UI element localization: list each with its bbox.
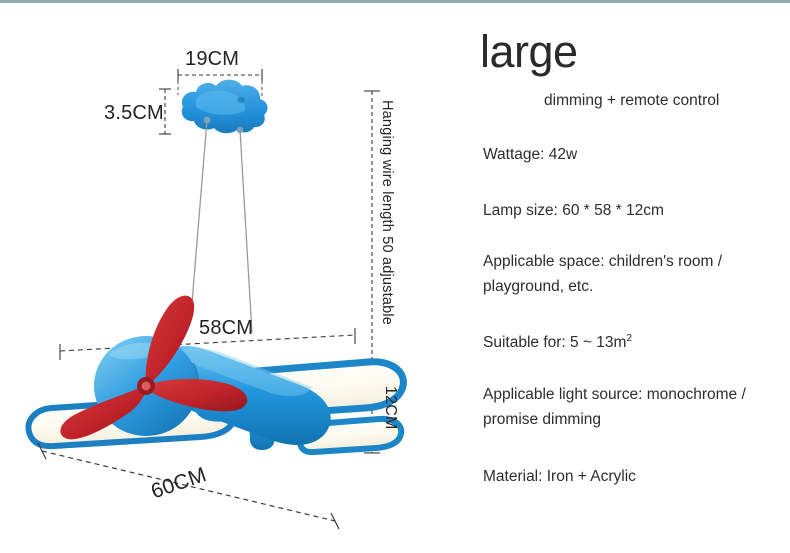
product-subtitle: dimming + remote control	[544, 92, 720, 109]
dimension-label-hanging-wire: Hanging wire length 50 adjustable	[379, 100, 395, 326]
dimension-label-wingspan: 58CM	[199, 317, 254, 339]
spec-suitable-area-text: Suitable for: 5 ~ 13m	[483, 334, 627, 351]
dimension-label-thickness: 12CM	[382, 386, 399, 430]
product-size-title: large	[480, 26, 578, 77]
hanging-wire-dimension-guide	[364, 90, 380, 372]
wire-anchor-right	[236, 126, 244, 134]
spec-light-source: Applicable light source: monochrome / pr…	[483, 386, 746, 429]
spec-suitable-area: Suitable for: 5 ~ 13m2	[483, 330, 783, 355]
product-diagram: 19CM 3.5CM 58CM 60CM Hanging wire length…	[0, 3, 460, 553]
spec-lamp-size: Lamp size: 60 * 58 * 12cm	[483, 202, 664, 219]
spec-material: Material: Iron + Acrylic	[483, 468, 636, 485]
specification-panel: large dimming + remote control Wattage: …	[480, 3, 790, 553]
wire-anchor-left	[203, 116, 211, 124]
square-meter-superscript: 2	[626, 332, 633, 344]
length-dimension-guide	[37, 442, 340, 530]
airplane-lamp	[25, 295, 407, 456]
propeller	[60, 295, 248, 440]
dimension-label-canopy-width: 19CM	[185, 48, 240, 70]
spec-applicable-space: Applicable space: children's room / play…	[483, 253, 723, 296]
spec-wattage: Wattage: 42w	[483, 146, 578, 163]
wing-dimension-guide	[59, 328, 356, 360]
airplane-lamp-illustration	[25, 69, 407, 530]
top-border-rule	[0, 0, 790, 3]
canopy-dimension-guides	[159, 69, 263, 135]
hanging-wires	[191, 119, 253, 334]
ceiling-canopy	[181, 79, 268, 134]
dimension-label-canopy-height: 3.5CM	[104, 102, 164, 124]
